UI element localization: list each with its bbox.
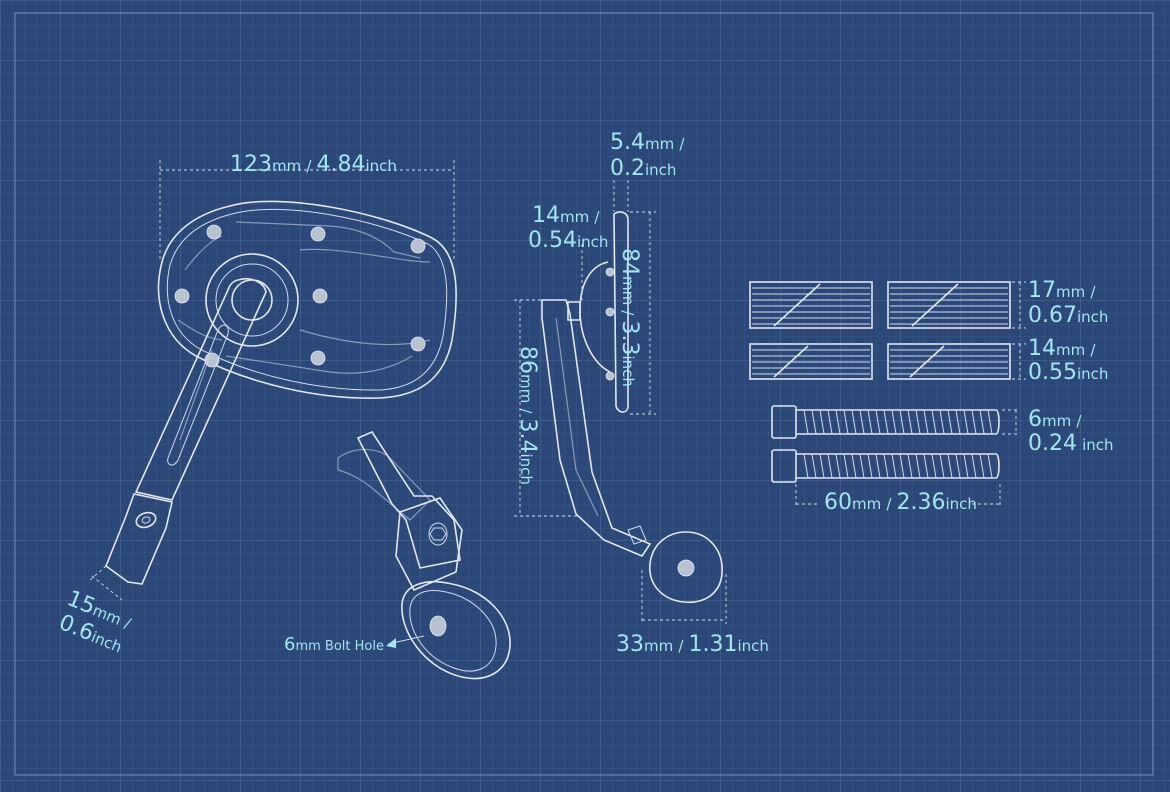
screw-4 bbox=[174, 288, 190, 304]
rib-bottom bbox=[225, 355, 413, 374]
bracket-ghost bbox=[337, 448, 431, 521]
bolts bbox=[771, 405, 1020, 508]
side-screw-1 bbox=[605, 267, 615, 277]
side-back bbox=[579, 261, 611, 373]
spacer-small-2 bbox=[887, 343, 1011, 380]
boss-label-2: 0.54inch bbox=[528, 228, 609, 253]
bracket-block bbox=[395, 497, 463, 592]
rib-left bbox=[177, 235, 223, 341]
screw-2 bbox=[310, 226, 326, 242]
bracket-arm bbox=[356, 431, 461, 569]
bolt-1 bbox=[771, 405, 1000, 439]
mirror-outline bbox=[157, 200, 457, 399]
hub-outer bbox=[205, 253, 299, 347]
bracket-screw bbox=[428, 522, 448, 546]
spacer-large-label-2: 0.67inch bbox=[1028, 303, 1109, 328]
stem-bolt-core bbox=[141, 516, 151, 524]
bolt-dia-label-2: 0.24 inch bbox=[1028, 431, 1114, 456]
stem-dim-b bbox=[89, 565, 107, 581]
stem-bolt bbox=[135, 511, 157, 529]
clamp-ring-outer bbox=[401, 581, 511, 680]
screw-8 bbox=[204, 352, 220, 368]
bolt-2 bbox=[771, 449, 1000, 483]
width-label: 123mm / 4.84inch bbox=[230, 152, 397, 177]
bolt-hole-label: 6mm Bolt Hole bbox=[284, 634, 384, 655]
mirror-inner-rim bbox=[166, 208, 448, 391]
spacer-large-label: 17mm / bbox=[1028, 278, 1096, 303]
spacer-small-label: 14mm / bbox=[1028, 336, 1096, 361]
screw-5 bbox=[312, 288, 328, 304]
thickness-label: 5.4mm / bbox=[610, 130, 685, 155]
spacers bbox=[749, 281, 1026, 380]
boss-label: 14mm / bbox=[532, 203, 600, 228]
front-view bbox=[89, 160, 457, 601]
stem-outline bbox=[105, 493, 173, 585]
blueprint-frame bbox=[14, 12, 1154, 776]
bolt-len-label: 60mm / 2.36inch bbox=[824, 490, 977, 515]
spacer-large-1 bbox=[749, 281, 873, 329]
side-glass bbox=[613, 211, 629, 413]
side-screw-3 bbox=[605, 371, 615, 381]
side-ball bbox=[567, 301, 581, 321]
perspective-bracket bbox=[337, 431, 511, 680]
screw-7 bbox=[410, 336, 426, 352]
clamp-ring-inner bbox=[409, 590, 497, 672]
arm-slot-inner bbox=[179, 349, 213, 441]
side-view bbox=[514, 180, 727, 624]
hub-inner bbox=[215, 263, 289, 337]
screw-1 bbox=[206, 224, 222, 240]
screw-6 bbox=[310, 350, 326, 366]
rib-top bbox=[235, 221, 421, 259]
hub-core bbox=[231, 279, 273, 321]
side-screw-2 bbox=[605, 307, 615, 317]
height-label: 84mm / 3.3inch bbox=[617, 248, 642, 387]
screw-3 bbox=[410, 238, 426, 254]
bolt-hole bbox=[429, 615, 447, 637]
spacer-small-1 bbox=[749, 343, 873, 380]
side-arm-inner bbox=[555, 317, 599, 517]
stem-dim-a bbox=[91, 575, 123, 601]
clamp-label: 33mm / 1.31inch bbox=[616, 632, 769, 657]
side-clamp-outer bbox=[649, 531, 723, 603]
spacer-small-label-2: 0.55inch bbox=[1028, 360, 1109, 385]
arm-label: 86mm / 3.4inch bbox=[515, 346, 540, 485]
spacer-large-2 bbox=[887, 281, 1011, 329]
side-clamp-hole bbox=[677, 559, 695, 577]
thickness-label-2: 0.2inch bbox=[610, 156, 677, 181]
arm-slot bbox=[167, 324, 229, 466]
bolt-dia-label: 6mm / bbox=[1028, 407, 1082, 432]
arm-outline bbox=[134, 277, 267, 501]
side-clamp-tab bbox=[627, 525, 647, 545]
bolt-hole-arrowhead bbox=[386, 638, 396, 648]
side-arm bbox=[541, 299, 652, 557]
bracket-screw-hex bbox=[429, 527, 447, 541]
